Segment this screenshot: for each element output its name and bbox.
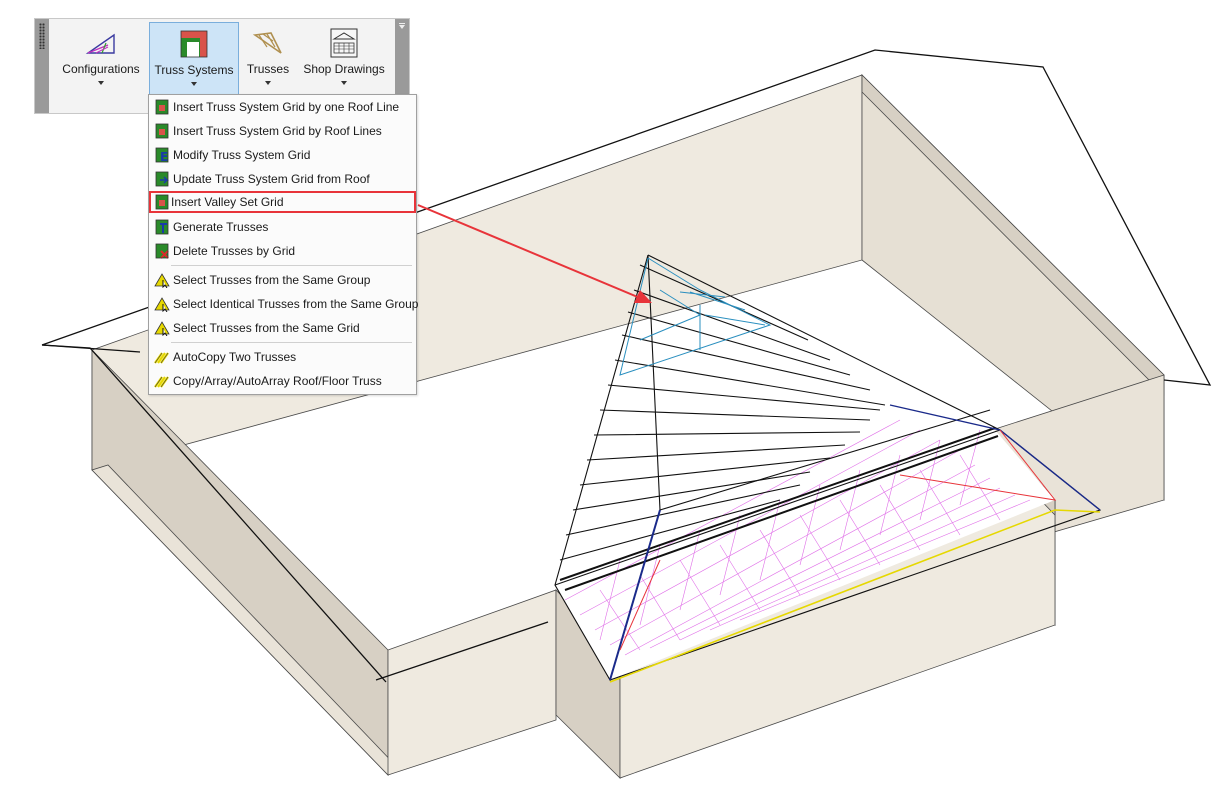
delete-trusses-icon bbox=[155, 243, 169, 259]
menu-item-update-grid[interactable]: Update Truss System Grid from Roof bbox=[151, 168, 414, 190]
configurations-icon bbox=[85, 33, 115, 54]
grid-update-icon bbox=[155, 171, 169, 187]
menu-item-label: Modify Truss System Grid bbox=[173, 148, 311, 162]
menu-item-label: Insert Truss System Grid by Roof Lines bbox=[173, 124, 382, 138]
shop-drawings-icon bbox=[330, 28, 358, 58]
menu-item-modify-grid[interactable]: E Modify Truss System Grid bbox=[151, 144, 414, 166]
toolbar-drag-handle[interactable] bbox=[35, 19, 49, 113]
select-trusses-icon bbox=[154, 321, 170, 336]
menu-item-insert-grid-one-roof-line[interactable]: Insert Truss System Grid by one Roof Lin… bbox=[151, 96, 414, 118]
menu-item-label: Insert Truss System Grid by one Roof Lin… bbox=[173, 100, 400, 114]
grid-insert-icon bbox=[155, 123, 169, 139]
menu-item-label: Update Truss System Grid from Roof bbox=[173, 172, 370, 186]
truss-systems-button[interactable]: Truss Systems bbox=[149, 22, 239, 102]
menu-item-label: Copy/Array/AutoArray Roof/Floor Truss bbox=[173, 374, 382, 388]
truss-systems-menu: Insert Truss System Grid by one Roof Lin… bbox=[148, 94, 418, 395]
chevron-down-icon bbox=[265, 81, 271, 85]
trusses-button[interactable]: Trusses bbox=[239, 22, 297, 102]
grid-modify-icon: E bbox=[155, 147, 169, 163]
menu-item-insert-grid-roof-lines[interactable]: Insert Truss System Grid by Roof Lines bbox=[151, 120, 414, 142]
menu-item-generate-trusses[interactable]: Generate Trusses bbox=[151, 216, 414, 238]
array-truss-icon bbox=[154, 376, 169, 388]
trusses-icon bbox=[252, 32, 282, 54]
chevron-down-icon bbox=[98, 81, 104, 85]
menu-item-insert-valley-set-grid[interactable]: Insert Valley Set Grid bbox=[149, 191, 416, 213]
toolbar-options-handle[interactable] bbox=[395, 19, 409, 113]
valley-set-fill bbox=[555, 405, 1055, 680]
configurations-button[interactable]: Configurations bbox=[53, 22, 149, 102]
select-trusses-icon bbox=[154, 273, 170, 288]
autocopy-icon bbox=[154, 352, 169, 364]
menu-item-autocopy-two-trusses[interactable]: AutoCopy Two Trusses bbox=[151, 346, 414, 368]
menu-item-delete-trusses-by-grid[interactable]: Delete Trusses by Grid bbox=[151, 240, 414, 262]
menu-separator bbox=[171, 265, 412, 266]
menu-separator bbox=[171, 342, 412, 343]
menu-item-label: Insert Valley Set Grid bbox=[171, 195, 284, 209]
chevron-down-icon bbox=[341, 81, 347, 85]
select-trusses-icon bbox=[154, 297, 170, 312]
menu-item-select-same-group[interactable]: Select Trusses from the Same Group bbox=[151, 269, 414, 291]
grid-insert-icon bbox=[155, 99, 169, 115]
chevron-down-icon bbox=[191, 82, 197, 86]
grid-insert-icon bbox=[155, 194, 169, 210]
generate-trusses-icon bbox=[155, 219, 169, 235]
svg-text:E: E bbox=[160, 150, 168, 163]
truss-systems-icon bbox=[180, 30, 208, 58]
menu-item-select-identical-same-group[interactable]: Select Identical Trusses from the Same G… bbox=[151, 293, 418, 315]
trusses-label: Trusses bbox=[246, 62, 290, 76]
menu-item-copy-array-truss[interactable]: Copy/Array/AutoArray Roof/Floor Truss bbox=[151, 370, 414, 392]
menu-item-select-same-grid[interactable]: Select Trusses from the Same Grid bbox=[151, 317, 414, 339]
roof-outline bbox=[41, 49, 1212, 683]
callout-arrow bbox=[417, 204, 652, 303]
ridge-highlight bbox=[609, 404, 1101, 683]
truss-systems-label: Truss Systems bbox=[154, 63, 234, 77]
menu-item-label: Select Trusses from the Same Group bbox=[173, 273, 371, 287]
menu-item-label: Delete Trusses by Grid bbox=[173, 244, 296, 258]
configurations-label: Configurations bbox=[62, 62, 140, 76]
menu-item-label: AutoCopy Two Trusses bbox=[173, 350, 297, 364]
menu-item-label: Generate Trusses bbox=[173, 220, 269, 234]
shop-drawings-label: Shop Drawings bbox=[303, 62, 385, 76]
menu-item-label: Select Trusses from the Same Grid bbox=[173, 321, 360, 335]
shop-drawings-button[interactable]: Shop Drawings bbox=[297, 22, 391, 102]
valley-trusses bbox=[619, 257, 772, 376]
menu-item-label: Select Identical Trusses from the Same G… bbox=[173, 297, 419, 311]
